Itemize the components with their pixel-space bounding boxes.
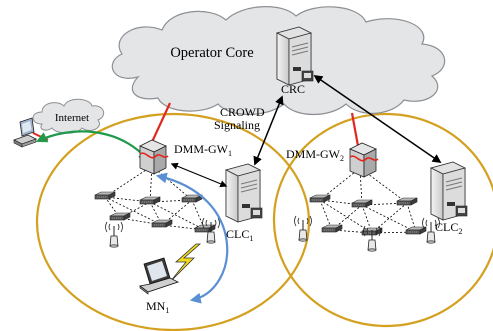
region-1-boundary: [35, 112, 311, 331]
backhaul-link-gw1: [151, 102, 171, 143]
mobility-path: [155, 172, 229, 304]
operator-core-label: Operator Core: [170, 45, 253, 61]
switch-icon: [139, 196, 161, 205]
switch-icon: [109, 212, 131, 221]
signaling-arrow-crc-clc1: [253, 95, 284, 166]
clc1-label: CLC1: [226, 227, 253, 243]
clc2-server-icon: [430, 161, 468, 221]
switch-icon: [309, 194, 331, 203]
internet-cloud: [32, 98, 105, 134]
region-2-boundary: [272, 112, 493, 328]
dmm-gw2-label: DMM-GW2: [286, 147, 344, 163]
crc-label: CRC: [281, 82, 305, 96]
client-computer-icon: [12, 117, 38, 148]
switch-icon: [351, 199, 373, 208]
crc-server-icon: [276, 26, 314, 86]
switch-icon: [151, 219, 173, 228]
mn1-laptop-icon: [139, 257, 180, 295]
crowd-signaling-label: CROWD Signaling: [214, 105, 268, 132]
gw1-red-marker: [139, 152, 169, 159]
mn1-label: MN1: [146, 299, 169, 315]
switch-icon: [321, 224, 343, 233]
switch-icon: [94, 191, 116, 200]
wireless-link-lightning-icon: [169, 243, 202, 283]
switch-icon: [396, 197, 418, 206]
switch-icon: [181, 194, 203, 203]
switch-icon: [405, 226, 427, 235]
internet-data-path: [36, 130, 150, 162]
clc1-server-icon: [225, 163, 263, 223]
dmm-gw1-label: DMM-GW1: [174, 142, 232, 158]
signaling-arrow-crc-clc2: [313, 74, 442, 164]
dmm-gw1-router-icon: [139, 139, 167, 175]
internet-label: Internet: [55, 112, 89, 124]
clc2-label: CLC2: [435, 220, 462, 236]
wifi-access-point-icon: [105, 221, 123, 248]
